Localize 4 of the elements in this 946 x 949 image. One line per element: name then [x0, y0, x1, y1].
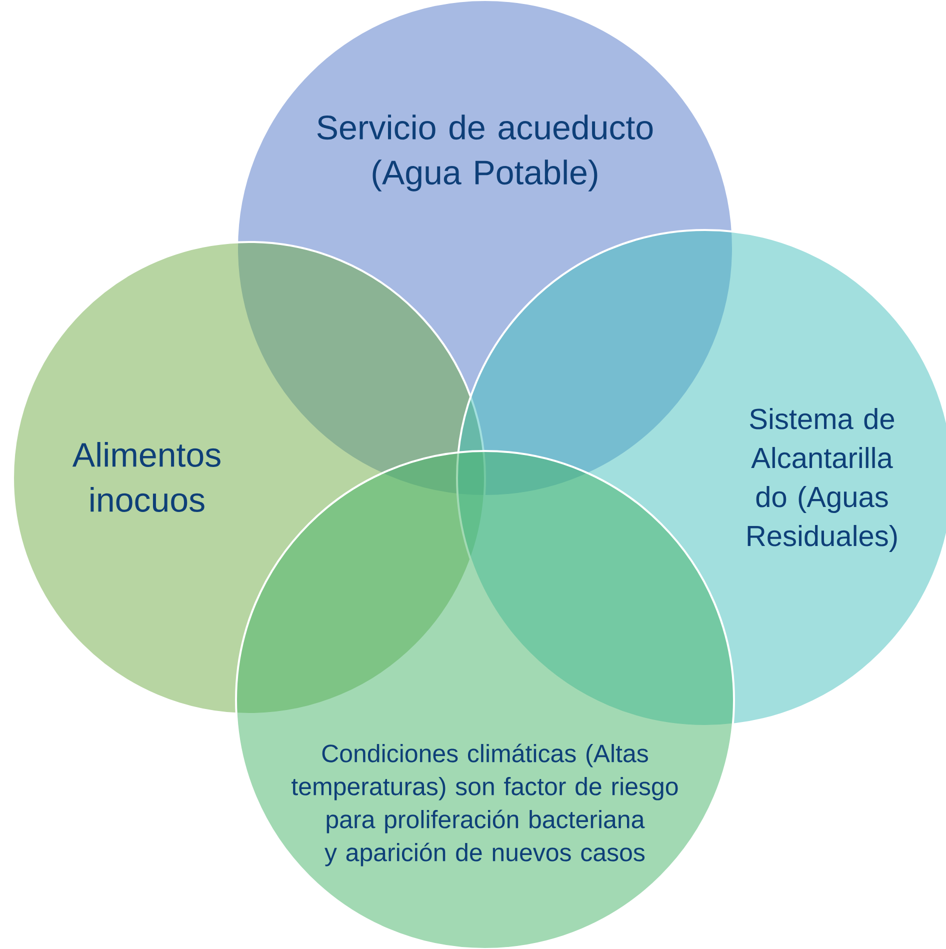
circle-label: Alimentos inocuos — [72, 442, 220, 512]
circle-label: Sistema de Alcantarilla do (Aguas Residuales) — [748, 408, 897, 552]
circle-label: Servicio de acueducto (Agua Potable) — [317, 114, 653, 192]
circle-label: Condiciones climáticas (Altas temperaturas) son factor de riesgo para proliferación bacteriana y aparición de nuevos casos — [292, 744, 678, 866]
